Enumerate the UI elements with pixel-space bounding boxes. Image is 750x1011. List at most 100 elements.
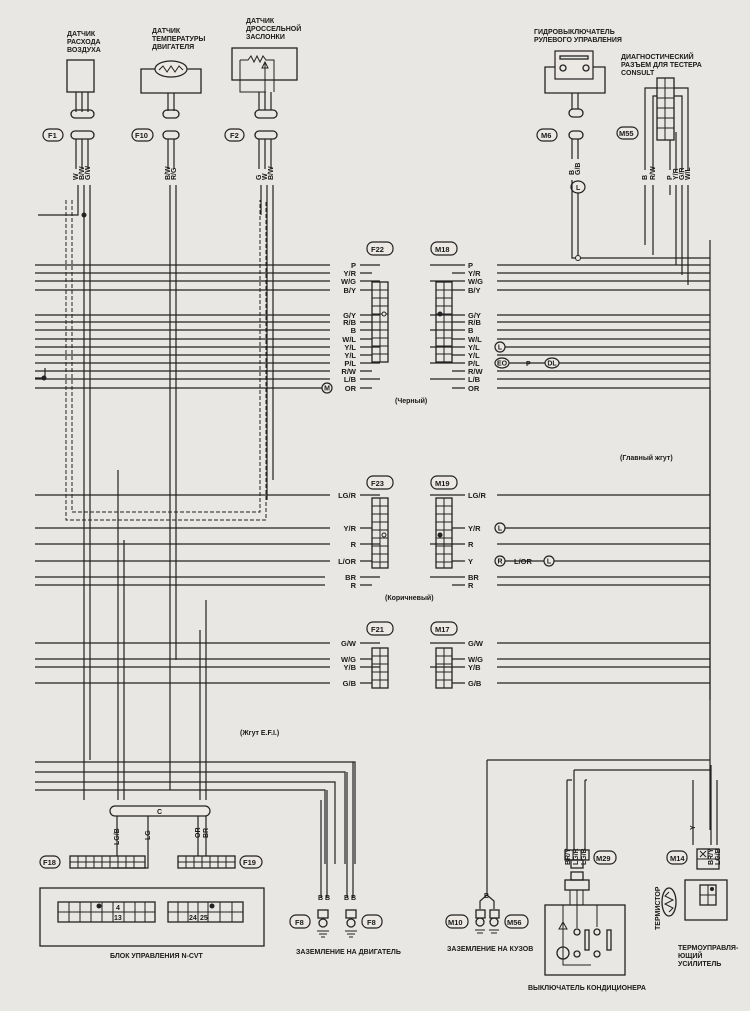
- wire-label-right: G/B: [468, 679, 482, 688]
- wire-label-right: Y: [468, 557, 473, 566]
- marker-label: DL: [547, 361, 557, 368]
- marker-badge: [494, 357, 510, 369]
- junction-badge-right: [430, 241, 458, 256]
- junction-badge-right: [430, 621, 458, 636]
- wire-label-left: Y/L: [344, 351, 356, 360]
- engine-ground-title: ЗАЗЕМЛЕНИЕ НА ДВИГАТЕЛЬ: [296, 949, 401, 956]
- wire-label: LG/B: [114, 828, 121, 845]
- wire-label-left: Y/R: [343, 524, 356, 533]
- marker-l: L: [576, 185, 581, 192]
- connector-m10: M10: [448, 918, 463, 927]
- black-connector-caption: (Черный): [395, 397, 427, 405]
- wire-label-right: Y/L: [468, 351, 480, 360]
- wire-label: B/W: [79, 166, 86, 180]
- maf-title-1: ДАТЧИК: [67, 31, 96, 38]
- marker-label: L: [498, 526, 503, 533]
- thermo-amp-title-3: УСИЛИТЕЛЬ: [678, 961, 721, 968]
- wire-label: BR: [203, 828, 210, 838]
- main-bus: [580, 240, 711, 700]
- wire-label-left: BR: [345, 573, 356, 582]
- wire-label-right: G/W: [468, 639, 484, 648]
- wire-label-right: P/L: [468, 359, 480, 368]
- pin-4: 4: [116, 905, 120, 912]
- wire-label-left: W/G: [341, 655, 356, 664]
- connector-m6: M6: [541, 131, 551, 140]
- ps-title-2: РУЛЕВОГО УПРАВЛЕНИЯ: [534, 37, 622, 44]
- junction-badge-left: [366, 241, 394, 256]
- wire-label: P: [667, 175, 674, 180]
- wire-label-right: LG/R: [468, 491, 486, 500]
- connector-m56: M56: [507, 918, 522, 927]
- consult-title-2: РАЗЪЕМ ДЛЯ ТЕСТЕРА: [621, 62, 702, 69]
- wire-label-right: Y/L: [468, 343, 480, 352]
- marker-badge: [494, 341, 506, 353]
- throttle-title-2: ДРОССЕЛЬНОЙ: [246, 24, 301, 33]
- maf-title-2: РАСХОДА: [67, 39, 101, 46]
- consult-title-1: ДИАГНОСТИЧЕСКИЙ: [621, 52, 694, 61]
- thermo-amplifier: Y BR/Y LG/B M14 ТЕРМИСТОР ТЕРМОУПРАВЛЯ- …: [655, 765, 739, 968]
- connector-f1: F1: [48, 131, 57, 140]
- wire-label: LG/R: [573, 848, 580, 865]
- efi-harness-label: (Жгут E.F.I.): [240, 730, 279, 737]
- connector-m19: M19: [435, 479, 450, 488]
- throttle-sensor: ДАТЧИК ДРОССЕЛЬНОЙ ЗАСЛОНКИ F2 G W B/W: [224, 18, 301, 180]
- marker-label: EO: [497, 361, 508, 368]
- wire-label: BR/Y: [708, 848, 715, 865]
- body-ground-title: ЗАЗЕМЛЕНИЕ НА КУЗОВ: [447, 946, 533, 953]
- thermo-amp-title-2: ЮЩИЙ: [678, 951, 702, 960]
- connector-f18: F18: [43, 858, 56, 867]
- connector-grid: [372, 648, 452, 688]
- connector-f21: F21: [371, 625, 384, 634]
- wire-label: BR/Y: [565, 848, 572, 865]
- marker-label: P: [526, 361, 531, 368]
- coolant-title-3: ДВИГАТЕЛЯ: [152, 44, 194, 51]
- connector-grid: [372, 282, 452, 362]
- maf-sensor: ДАТЧИК РАСХОДА ВОЗДУХА F1 W B/W G/W: [42, 31, 101, 180]
- wire-label: LG: [145, 830, 152, 840]
- marker-label: L: [547, 559, 552, 566]
- ac-switch: BR/Y LG/R LG/B M29 ВЫКЛЮЧАТЕЛЬ КОНДИЦИОН…: [528, 769, 710, 992]
- wire-label: G: [256, 174, 263, 180]
- wire-label: B: [569, 170, 576, 175]
- wire-label-left: R: [351, 581, 357, 590]
- wire-label-right: Y/R: [468, 524, 481, 533]
- pin-24: 24: [189, 915, 197, 922]
- wire-label: W/L: [685, 166, 692, 180]
- connector-f19: F19: [243, 858, 256, 867]
- wire-label-right: W/G: [468, 277, 483, 286]
- wire-label: OR: [195, 828, 202, 839]
- wire-label-left: OR: [345, 384, 357, 393]
- ps-title-1: ГИДРОВЫКЛЮЧАТЕЛЬ: [534, 29, 615, 36]
- connector-f22: F22: [371, 245, 384, 254]
- connector-m55: M55: [619, 129, 634, 138]
- wire-label-right: B/Y: [468, 286, 481, 295]
- thermistor-label: ТЕРМИСТОР: [655, 886, 662, 930]
- junction-badge-right: [430, 475, 458, 490]
- ac-switch-title: ВЫКЛЮЧАТЕЛЬ КОНДИЦИОНЕРА: [528, 985, 646, 992]
- throttle-title-3: ЗАСЛОНКИ: [246, 34, 285, 41]
- wire-label-left: P/L: [344, 359, 356, 368]
- marker-badge: [494, 522, 506, 534]
- power-steering-switch: ГИДРОВЫКЛЮЧАТЕЛЬ РУЛЕВОГО УПРАВЛЕНИЯ M6 …: [534, 29, 622, 261]
- wire-label: G/B: [575, 163, 582, 175]
- wire-label-left: Y/R: [343, 269, 356, 278]
- coolant-title-1: ДАТЧИК: [152, 28, 181, 35]
- junction-badge-left: [366, 621, 394, 636]
- consult-title-3: CONSULT: [621, 70, 655, 77]
- wire-label: G/R: [679, 168, 686, 180]
- wire-label: B: [351, 895, 356, 902]
- wire-label-right: OR: [468, 384, 480, 393]
- pin-25: 25: [200, 915, 208, 922]
- wire-label: B: [642, 175, 649, 180]
- wire-label: G/W: [85, 166, 92, 180]
- wire-label-right: Y/B: [468, 663, 481, 672]
- wire-label-left: P: [351, 261, 356, 270]
- splice-label: C: [157, 809, 162, 816]
- connector-f2: F2: [230, 131, 239, 140]
- connector-m14: M14: [670, 854, 685, 863]
- wire-label: B: [484, 893, 489, 900]
- connector-f10: F10: [135, 131, 148, 140]
- wire-label-left: B/Y: [343, 286, 356, 295]
- wire-label-left: G/B: [343, 679, 357, 688]
